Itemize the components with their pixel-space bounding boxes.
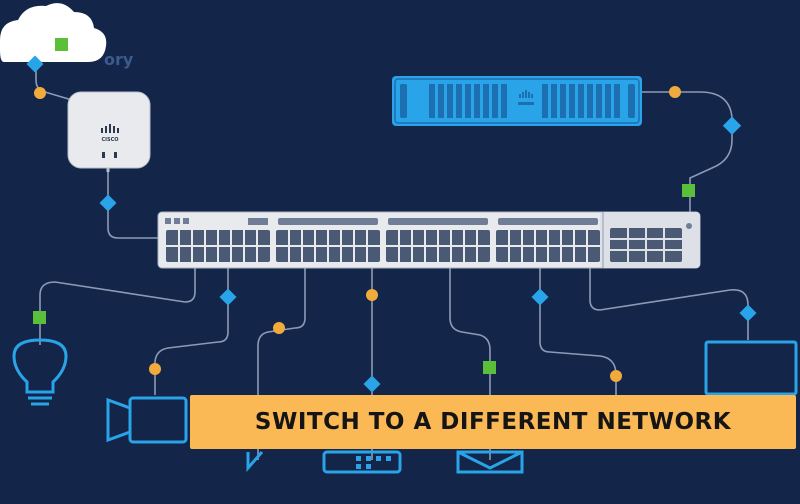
network-switch-icon [157, 211, 701, 269]
marker-cyan-diamond [531, 288, 549, 306]
marker-orange-dot [610, 370, 622, 382]
line-switch-camera [154, 268, 229, 395]
marker-green-square [483, 361, 496, 374]
marker-orange-dot [366, 289, 378, 301]
marker-orange-dot [669, 86, 681, 98]
banner-text: SWITCH TO A DIFFERENT NETWORK [254, 409, 732, 435]
access-point-logo: CISCO [101, 137, 118, 143]
marker-green-square [33, 311, 46, 324]
laptop-icon [704, 340, 798, 396]
marker-cyan-diamond [739, 304, 757, 322]
video-camera-icon [106, 396, 188, 444]
marker-orange-dot [273, 322, 285, 334]
marker-cyan-diamond [99, 194, 117, 212]
line-switch-second [539, 268, 617, 395]
line-ap-switch [107, 170, 160, 239]
marker-green-square [682, 184, 695, 197]
mail-icon [456, 450, 524, 474]
marker-cyan-diamond [219, 288, 237, 306]
light-bulb-icon [12, 338, 68, 406]
line-server-switch [640, 91, 733, 212]
marker-cyan-diamond [722, 116, 742, 135]
marker-cyan-diamond [363, 375, 381, 393]
cloud-icon: ory [0, 3, 134, 69]
access-point-icon: CISCO [67, 91, 151, 172]
phone-icon [322, 450, 402, 474]
marker-orange-dot [34, 87, 46, 99]
line-switch-bulb [39, 268, 196, 345]
marker-orange-dot [149, 363, 161, 375]
cloud-green-square [55, 38, 68, 51]
title-banner: SWITCH TO A DIFFERENT NETWORK [190, 395, 796, 449]
chat-bubble-icon [246, 451, 264, 472]
cloud-label: ory [104, 50, 134, 69]
connector-markers [26, 55, 757, 393]
line-switch-laptop [589, 268, 749, 340]
line-switch-mail [449, 268, 491, 460]
rack-server-icon [392, 76, 642, 126]
